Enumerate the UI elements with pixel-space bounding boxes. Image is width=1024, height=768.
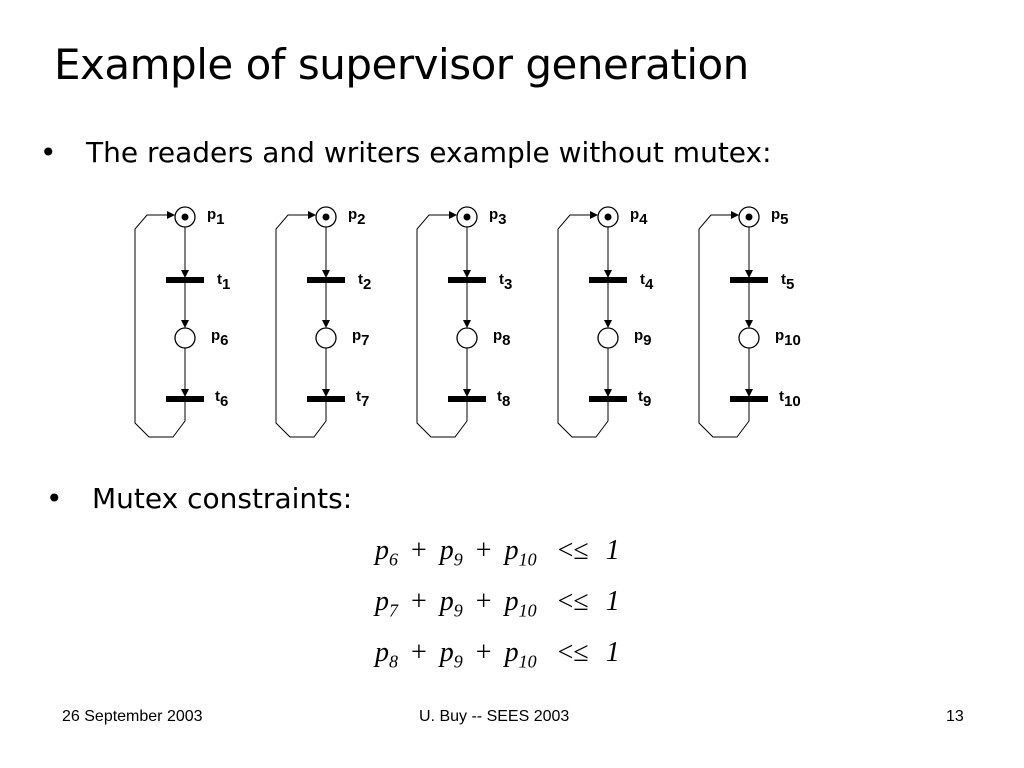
return-arc xyxy=(134,211,186,438)
place-bottom xyxy=(174,327,196,349)
footer-date: 26 September 2003 xyxy=(62,708,203,725)
transition-bottom xyxy=(589,396,627,402)
petri-unit-3: p3 t3 p8 t8 xyxy=(416,206,512,438)
term-var: p xyxy=(375,535,389,566)
transition-label: t5 xyxy=(781,271,794,293)
transition-label: t3 xyxy=(499,271,512,293)
plus-op: + xyxy=(475,637,492,668)
rhs-value: 1 xyxy=(605,535,620,566)
term-var: p xyxy=(439,586,454,617)
transition-label: t6 xyxy=(215,388,228,410)
term-var: p xyxy=(439,535,454,566)
transition-top xyxy=(307,277,345,283)
place-label: p2 xyxy=(348,206,366,228)
transition-bottom xyxy=(730,396,768,402)
transition-label: t1 xyxy=(217,271,230,293)
token xyxy=(181,213,189,221)
constraint-1: p6 + p9 + p10 <≤ 1 xyxy=(375,535,620,571)
transition-bottom xyxy=(307,396,345,402)
relation-op: <≤ xyxy=(557,637,589,668)
term-var: p xyxy=(504,586,519,617)
term-sub: 6 xyxy=(389,549,398,570)
plus-op: + xyxy=(411,637,427,668)
term-sub: 9 xyxy=(453,549,463,570)
place-label: p9 xyxy=(634,327,652,349)
token xyxy=(463,213,471,221)
token xyxy=(604,213,612,221)
transition-top xyxy=(166,277,204,283)
plus-op: + xyxy=(411,535,427,566)
return-arc xyxy=(698,211,750,438)
petri-unit-4: p4 t4 p9 t9 xyxy=(557,206,654,438)
transition-label: t10 xyxy=(779,388,801,410)
transition-top xyxy=(448,277,486,283)
place-label: p8 xyxy=(493,327,511,349)
rhs-value: 1 xyxy=(605,586,620,617)
term-sub: 10 xyxy=(518,600,537,621)
plus-op: + xyxy=(411,586,427,617)
return-arc xyxy=(416,211,468,438)
bullet-text: The readers and writers example without … xyxy=(86,136,772,169)
term-sub: 8 xyxy=(389,651,398,672)
place-label: p5 xyxy=(771,206,789,228)
constraint-2: p7 + p9 + p10 <≤ 1 xyxy=(375,586,620,622)
constraint-3: p8 + p9 + p10 <≤ 1 xyxy=(375,637,620,673)
place-label: p10 xyxy=(775,327,801,349)
transition-label: t8 xyxy=(497,388,510,410)
place-bottom xyxy=(315,327,337,349)
transition-label: t2 xyxy=(358,271,371,293)
transition-bottom xyxy=(166,396,204,402)
relation-op: <≤ xyxy=(557,535,589,566)
term-var: p xyxy=(504,535,519,566)
token xyxy=(322,213,330,221)
bullet-marker: • xyxy=(40,136,57,169)
petri-unit-2: p2 t2 p7 t7 xyxy=(275,206,371,438)
transition-label: t4 xyxy=(640,271,654,293)
term-var: p xyxy=(439,637,454,668)
footer-author-event: U. Buy -- SEES 2003 xyxy=(419,708,570,725)
bullet-readers-writers: • The readers and writers example without… xyxy=(40,136,772,169)
return-arc xyxy=(275,211,327,438)
plus-op: + xyxy=(475,535,492,566)
term-var: p xyxy=(375,637,389,668)
term-sub: 9 xyxy=(453,651,463,672)
transition-top xyxy=(730,277,768,283)
place-label: p7 xyxy=(352,327,370,349)
return-arc xyxy=(557,211,609,438)
term-sub: 7 xyxy=(389,600,398,621)
rhs-value: 1 xyxy=(605,637,620,668)
place-bottom xyxy=(456,327,478,349)
bullet-text: Mutex constraints: xyxy=(92,482,353,515)
footer-page-number: 13 xyxy=(946,708,964,725)
token xyxy=(745,213,753,221)
transition-label: t9 xyxy=(638,388,651,410)
place-label: p1 xyxy=(207,206,225,228)
term-sub: 10 xyxy=(518,651,537,672)
transition-label: t7 xyxy=(356,388,369,410)
place-label: p4 xyxy=(630,206,648,228)
petri-unit-1: p1 t1 p6 t6 xyxy=(134,206,230,438)
term-sub: 10 xyxy=(518,549,537,570)
transition-top xyxy=(589,277,627,283)
place-label: p3 xyxy=(489,206,507,228)
place-bottom xyxy=(597,327,619,349)
plus-op: + xyxy=(475,586,492,617)
bullet-marker: • xyxy=(46,482,63,515)
place-bottom xyxy=(738,327,760,349)
place-label: p6 xyxy=(211,327,229,349)
relation-op: <≤ xyxy=(557,586,589,617)
bullet-mutex-constraints: • Mutex constraints: xyxy=(46,482,352,515)
petri-unit-5: p5 t5 p10 t10 xyxy=(698,206,801,438)
term-var: p xyxy=(504,637,519,668)
term-var: p xyxy=(375,586,389,617)
transition-bottom xyxy=(448,396,486,402)
term-sub: 9 xyxy=(453,600,463,621)
slide-title: Example of supervisor generation xyxy=(54,40,749,89)
